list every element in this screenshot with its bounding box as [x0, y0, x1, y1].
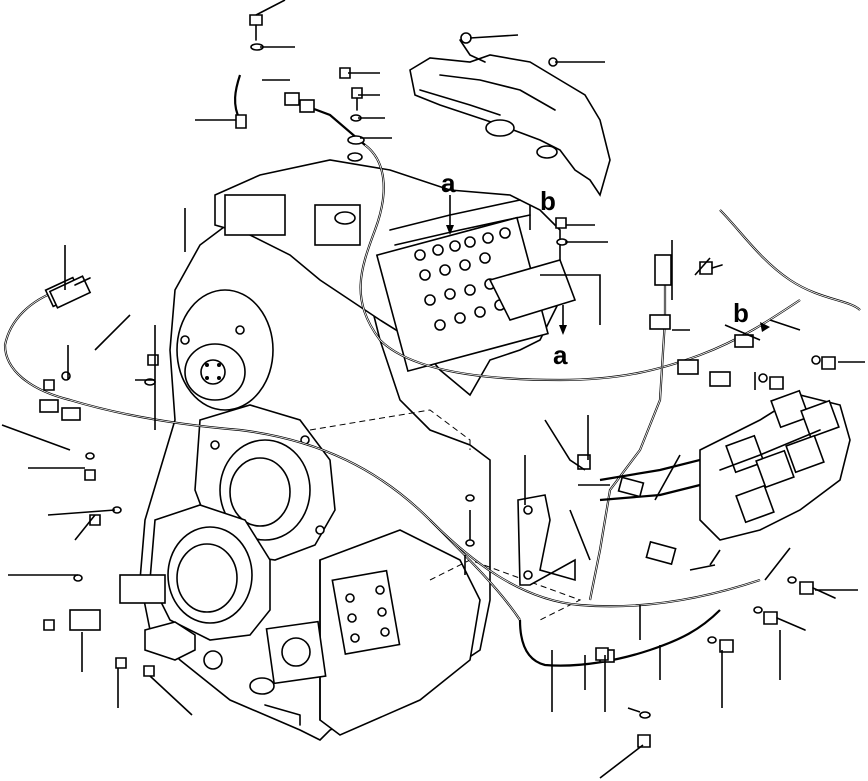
- callout-b-right: b: [733, 298, 749, 328]
- lower-bracket: [144, 621, 196, 661]
- callout-a-bottom: a: [553, 340, 568, 370]
- upper-left-flange: [176, 289, 274, 411]
- mounting-bracket: [517, 494, 576, 586]
- callout-b-top: b: [540, 186, 556, 216]
- valve-cover: [409, 39, 611, 197]
- callout-a-top: a: [441, 168, 456, 198]
- bracket-washer: [203, 650, 223, 670]
- reference-arrows: [446, 225, 770, 335]
- solenoid-valve-assembly: [699, 389, 851, 541]
- lower-flange: [69, 504, 271, 641]
- speed-sensor: [48, 275, 92, 309]
